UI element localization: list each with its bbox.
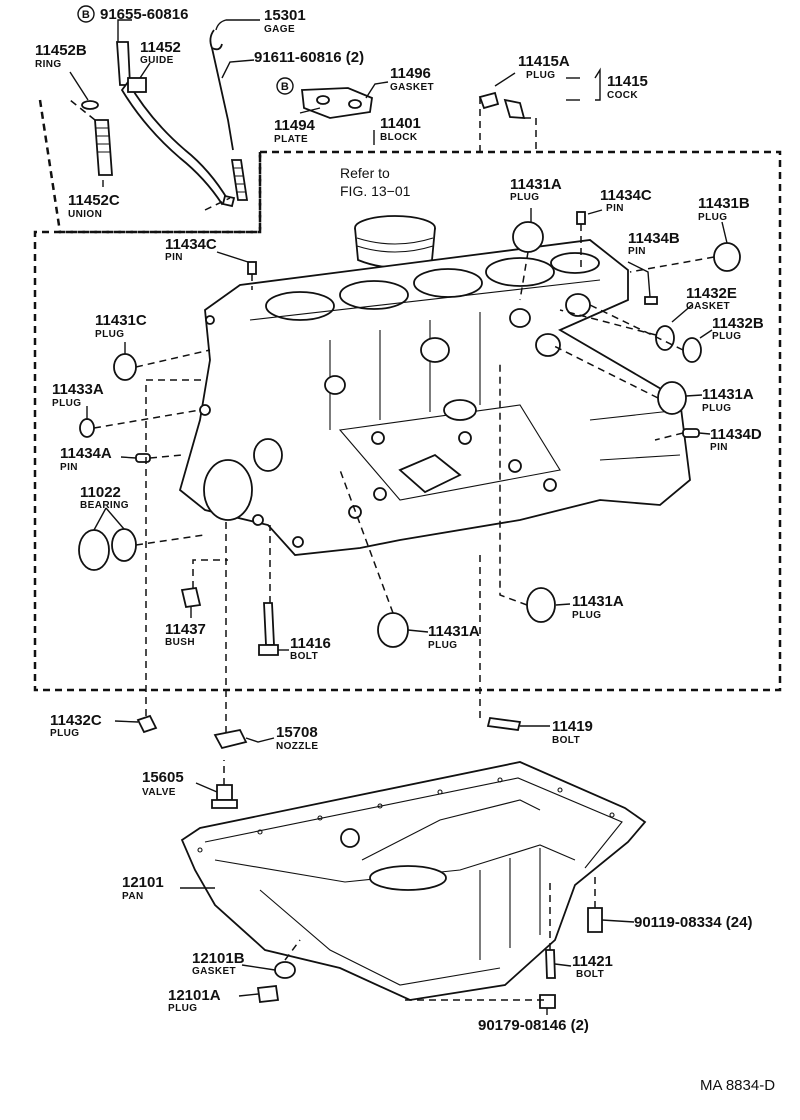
callout-12101-name: PAN bbox=[122, 891, 144, 902]
callout-15708-name: NOZZLE bbox=[276, 741, 318, 752]
callout-11431a-lower-number: 11431A bbox=[572, 593, 624, 610]
callout-12101b-number: 12101B bbox=[192, 950, 245, 967]
callout-11496-name: GASKET bbox=[390, 82, 434, 93]
callout-11022-number: 11022 bbox=[80, 484, 121, 501]
callout-11452b-number: 11452B bbox=[35, 42, 87, 59]
callout-11452-number: 11452 bbox=[140, 39, 181, 56]
callout-11434a-number: 11434A bbox=[60, 445, 112, 462]
callout-11431a-right-name: PLUG bbox=[702, 403, 731, 414]
callout-11496-number: 11496 bbox=[390, 65, 431, 82]
refer-note-line2: FIG. 13−01 bbox=[340, 183, 411, 199]
callout-11434c-left-number: 11434C bbox=[165, 236, 217, 253]
callout-11434d-number: 11434D bbox=[710, 426, 762, 443]
callout-11432e-number: 11432E bbox=[686, 285, 737, 302]
callout-11416-number: 11416 bbox=[290, 635, 331, 652]
callout-91655-60816-number: 91655-60816 bbox=[100, 6, 188, 23]
callout-11494-number: 11494 bbox=[274, 117, 316, 134]
callout-11401-number: 11401 bbox=[380, 115, 421, 132]
oil-gage-dipstick bbox=[209, 29, 249, 201]
callout-90119-08334-number: 90119-08334 (24) bbox=[634, 914, 752, 931]
badge-b-top-letter: B bbox=[82, 9, 90, 21]
callout-11431a-bottom-number: 11431A bbox=[428, 623, 480, 640]
callout-11434a-name: PIN bbox=[60, 462, 78, 473]
callout-15605-number: 15605 bbox=[142, 769, 184, 786]
callout-90179-08146-number: 90179-08146 (2) bbox=[478, 1017, 589, 1034]
core-plugs bbox=[78, 211, 741, 656]
callout-15605-name: VALVE bbox=[142, 787, 176, 798]
callout-11434b-name: PIN bbox=[628, 246, 646, 257]
callout-11415a-number: 11415A bbox=[518, 53, 570, 70]
badge-b-plate-letter: B bbox=[281, 81, 289, 93]
callout-15301-number: 15301 bbox=[264, 7, 306, 24]
callout-11433a-number: 11433A bbox=[52, 381, 104, 398]
callout-11431a-right-number: 11431A bbox=[702, 386, 754, 403]
callout-12101a-number: 12101A bbox=[168, 987, 221, 1004]
callout-11431c-number: 11431C bbox=[95, 312, 147, 329]
callout-11431b-number: 11431B bbox=[698, 195, 750, 212]
oil-level-guide-assembly bbox=[81, 41, 236, 208]
callout-11452-name: GUIDE bbox=[140, 55, 174, 66]
cylinder-block bbox=[178, 239, 691, 556]
callout-11432c-name: PLUG bbox=[50, 728, 79, 739]
callout-11022-name: BEARING bbox=[80, 500, 129, 511]
callout-11431a-lower-name: PLUG bbox=[572, 610, 601, 621]
badge-b-top: B bbox=[77, 5, 95, 23]
callout-11452b-name: RING bbox=[35, 59, 62, 70]
callout-11401-name: BLOCK bbox=[380, 132, 418, 143]
callout-11421-number: 11421 bbox=[572, 953, 613, 970]
callout-11434d-name: PIN bbox=[710, 442, 728, 453]
assembly-alignment-lines bbox=[69, 97, 715, 1001]
callout-11437-number: 11437 bbox=[165, 621, 206, 638]
leader-lines bbox=[69, 19, 728, 1015]
callout-11416-name: BOLT bbox=[290, 651, 318, 662]
callout-11421-name: BOLT bbox=[576, 969, 604, 980]
callout-11419-number: 11419 bbox=[552, 718, 593, 735]
callout-11415a-name: PLUG bbox=[526, 70, 555, 81]
callout-11434b-number: 11434B bbox=[628, 230, 680, 247]
callout-11437-name: BUSH bbox=[165, 637, 195, 648]
callout-11415-number: 11415 bbox=[607, 73, 648, 90]
callout-11431a-top-number: 11431A bbox=[510, 176, 562, 193]
callout-11432b-number: 11432B bbox=[712, 315, 764, 332]
drain-cock-assembly bbox=[478, 91, 526, 119]
callout-11452c-name: UNION bbox=[68, 209, 102, 220]
lower-small-parts bbox=[136, 714, 522, 809]
callout-11433a-name: PLUG bbox=[52, 398, 81, 409]
oil-pan bbox=[180, 761, 647, 1001]
callout-11432e-name: GASKET bbox=[686, 301, 730, 312]
pan-fasteners bbox=[256, 907, 603, 1009]
callout-11431c-name: PLUG bbox=[95, 329, 124, 340]
refer-note-line1: Refer to bbox=[340, 165, 390, 181]
callout-11434c-right-name: PIN bbox=[606, 203, 624, 214]
callout-91611-60816-number: 91611-60816 (2) bbox=[254, 49, 364, 66]
callout-15708-number: 15708 bbox=[276, 724, 318, 741]
piston-reference bbox=[354, 215, 436, 300]
figure-id: MA 8834-D bbox=[700, 1077, 775, 1094]
callout-11432c-number: 11432C bbox=[50, 712, 102, 729]
callout-11431b-name: PLUG bbox=[698, 212, 727, 223]
callout-11419-name: BOLT bbox=[552, 735, 580, 746]
callout-11494-name: PLATE bbox=[274, 134, 308, 145]
callout-12101-number: 12101 bbox=[122, 874, 164, 891]
callout-11431a-top-name: PLUG bbox=[510, 192, 539, 203]
callout-11432b-name: PLUG bbox=[712, 331, 741, 342]
callout-12101b-name: GASKET bbox=[192, 966, 236, 977]
callout-11431a-bottom-name: PLUG bbox=[428, 640, 457, 651]
badge-b-plate: B bbox=[276, 77, 294, 95]
callout-11434c-left-name: PIN bbox=[165, 252, 183, 263]
callout-15301-name: GAGE bbox=[264, 24, 295, 35]
callout-12101a-name: PLUG bbox=[168, 1003, 197, 1014]
oil-level-gage-plate bbox=[300, 87, 373, 119]
block-group-frame bbox=[33, 150, 782, 692]
callout-11434c-right-number: 11434C bbox=[600, 187, 652, 204]
oil-level-group-frame bbox=[38, 99, 262, 234]
callout-11415-name: COCK bbox=[607, 90, 638, 101]
callout-11452c-number: 11452C bbox=[68, 192, 120, 209]
